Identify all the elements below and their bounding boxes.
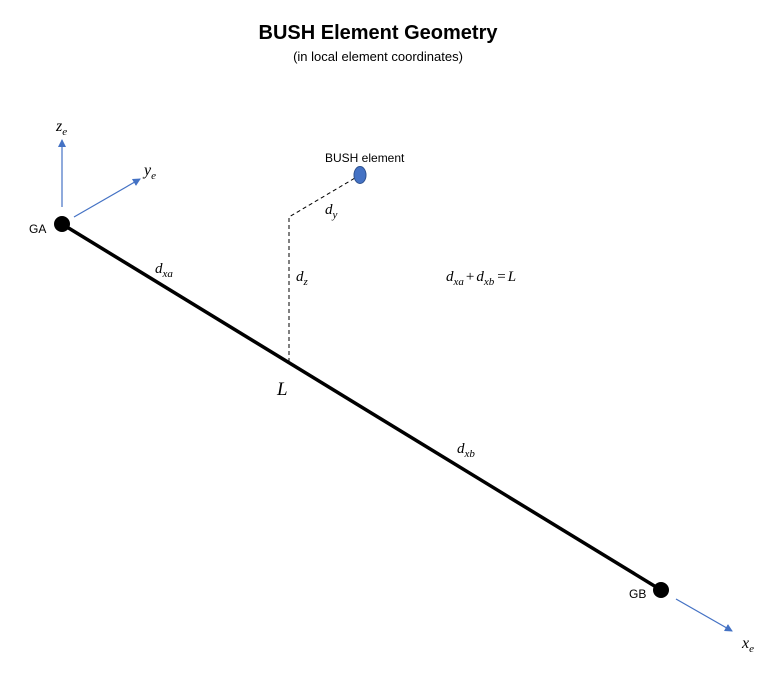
- equation-term1: d: [446, 269, 454, 285]
- bush-element-label: BUSH element: [325, 151, 405, 165]
- dy-label-base: d: [325, 202, 333, 218]
- bush-element-marker: [353, 166, 367, 184]
- length-label: L: [276, 379, 288, 400]
- equation-term2: d: [476, 269, 484, 285]
- dxb-label: dxb: [457, 441, 475, 460]
- equation-plus: +: [466, 269, 474, 285]
- dz-label: dz: [296, 269, 309, 288]
- gb-label: GB: [629, 587, 646, 601]
- x-axis-label: xe: [741, 635, 754, 655]
- dxb-label-sub: xb: [464, 448, 476, 460]
- length-equation: dxa+dxb=L: [446, 269, 516, 288]
- z-axis-label-sub: e: [62, 126, 67, 138]
- dxa-label-sub: xa: [162, 268, 174, 280]
- bush-element-line: [61, 222, 662, 592]
- gb-node: [653, 582, 669, 598]
- dy-label-sub: y: [332, 209, 338, 221]
- x-axis-label-sub: e: [749, 643, 754, 655]
- dz-label-base: d: [296, 269, 304, 285]
- z-axis-label: ze: [55, 118, 67, 138]
- ga-label: GA: [29, 222, 46, 236]
- dxa-label-base: d: [155, 261, 163, 277]
- dy-label: dy: [325, 202, 338, 221]
- dz-label-sub: z: [303, 276, 309, 288]
- x-axis-arrow: [675, 598, 733, 632]
- dxa-label: dxa: [155, 261, 173, 280]
- ga-node: [54, 216, 70, 232]
- diagram-subtitle: (in local element coordinates): [293, 49, 463, 64]
- equation-rhs: L: [507, 269, 516, 285]
- y-axis-label-sub: e: [151, 170, 156, 182]
- equation-term2-sub: xb: [483, 276, 495, 288]
- diagram-title: BUSH Element Geometry: [259, 22, 499, 44]
- offset-dashed-line: [288, 177, 356, 362]
- x-axis-label-base: x: [741, 635, 749, 652]
- dxb-label-base: d: [457, 441, 465, 457]
- y-axis-arrow: [73, 178, 141, 218]
- z-axis-label-base: z: [55, 118, 63, 135]
- y-axis-label: ye: [142, 162, 156, 182]
- equation-equals: =: [497, 269, 505, 285]
- y-axis-label-base: y: [142, 162, 152, 179]
- equation-term1-sub: xa: [453, 276, 465, 288]
